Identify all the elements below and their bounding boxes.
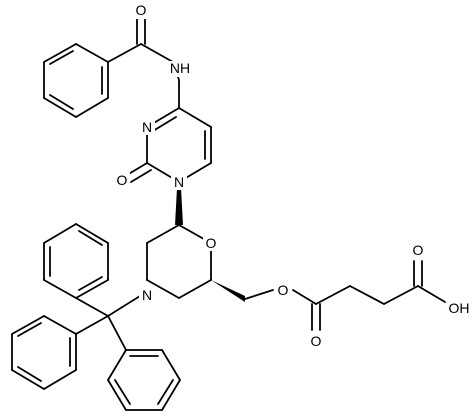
- pyrimidine-n3-label: N: [142, 119, 152, 135]
- trityl-phenyl-left: [11, 315, 77, 390]
- stereo-wedge-c6: [175, 188, 183, 225]
- trityl-linkage: [75, 295, 141, 351]
- trityl-phenyl-bottom: [107, 349, 181, 411]
- atom-labels: O NH N N O O N O O O OH: [114, 2, 471, 349]
- amide-nh-label: NH: [170, 60, 190, 76]
- morpholine-nitrogen-label: N: [142, 287, 152, 303]
- acid-hydroxyl-label: OH: [449, 300, 470, 316]
- pyrimidinone-ring: [126, 79, 212, 183]
- ester-carbonyl-oxygen-label: O: [311, 333, 322, 349]
- pyrimidinone-carbonyl-oxygen-label: O: [117, 172, 128, 188]
- pyrimidine-n1-label: N: [174, 174, 184, 190]
- morpholine-ring: [146, 224, 212, 299]
- amide-carbonyl-oxygen-label: O: [136, 2, 147, 18]
- stereo-wedge-c2: [211, 280, 245, 302]
- succinate-chain: [244, 260, 446, 331]
- acid-carbonyl-oxygen-label: O: [413, 242, 424, 258]
- morpholine-oxygen-label: O: [206, 235, 217, 251]
- benzoyl-phenyl-ring: [43, 43, 109, 118]
- trityl-phenyl-upper: [43, 223, 109, 299]
- ester-oxygen-label: O: [278, 282, 289, 298]
